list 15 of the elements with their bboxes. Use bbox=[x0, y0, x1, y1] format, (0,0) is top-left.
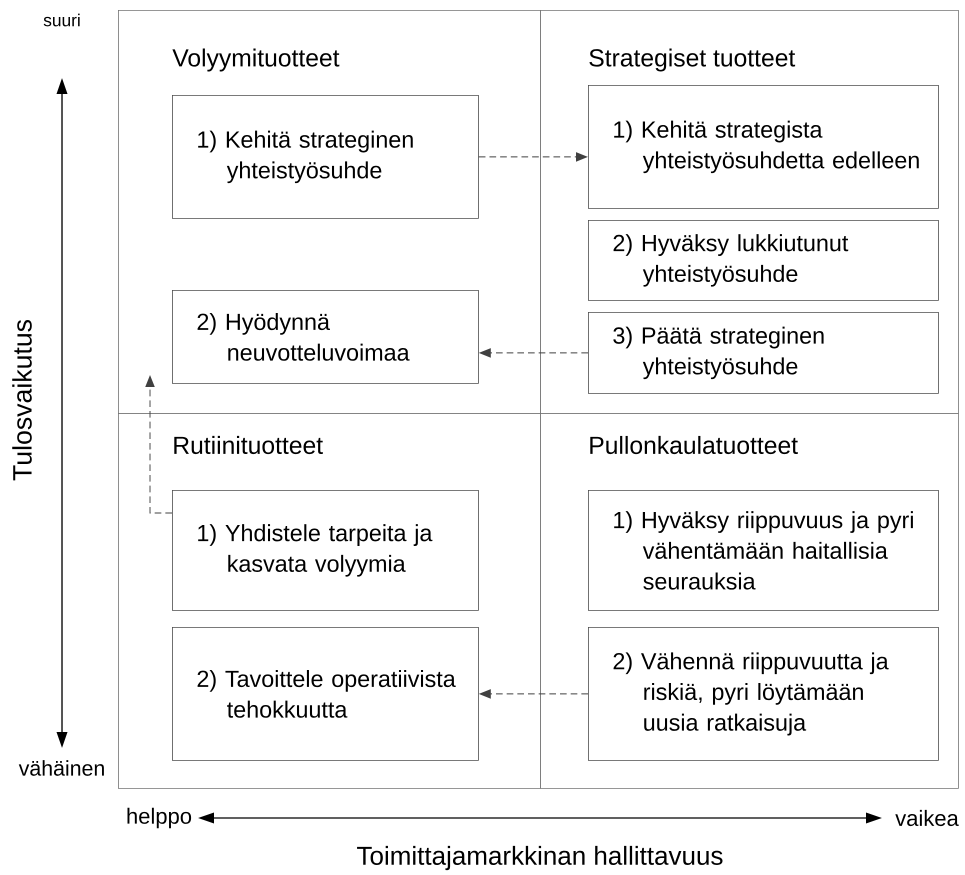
axis-label: suuri bbox=[44, 14, 80, 26]
action-box: 1) Hyväksy riippuvuus ja pyri vähentämään haitallisia seurauksia bbox=[588, 490, 939, 611]
axis-title: Toimittajamarkkinan hallittavuus bbox=[357, 846, 722, 870]
action-box: 3) Päätä strateginen yhteistyösuhde bbox=[588, 312, 939, 394]
action-box: 2) Hyväksy lukkiutunut yhteistyösuhde bbox=[588, 220, 939, 301]
axis-label: helppo bbox=[128, 808, 192, 828]
action-box: 1) Yhdistele tarpeita ja kasvata volyymia bbox=[172, 490, 479, 611]
action-box: 1) Kehitä strategista yhteistyösuhdetta edelleen bbox=[588, 85, 939, 209]
action-box: 2) Vähennä riippuvuutta ja riskiä, pyri löytämään uusia ratkaisuja bbox=[588, 627, 939, 761]
axis-label: vaikea bbox=[895, 810, 959, 826]
action-box: 2) Tavoittele operatiivista tehokkuutta bbox=[172, 627, 479, 761]
axis-title: Tulosvaikutus bbox=[12, 320, 32, 480]
axis-label: vähäinen bbox=[18, 760, 104, 776]
action-box: 2) Hyödynnä neuvotteluvoimaa bbox=[172, 290, 479, 384]
action-box: 1) Kehitä strateginen yhteistyösuhde bbox=[172, 95, 479, 219]
